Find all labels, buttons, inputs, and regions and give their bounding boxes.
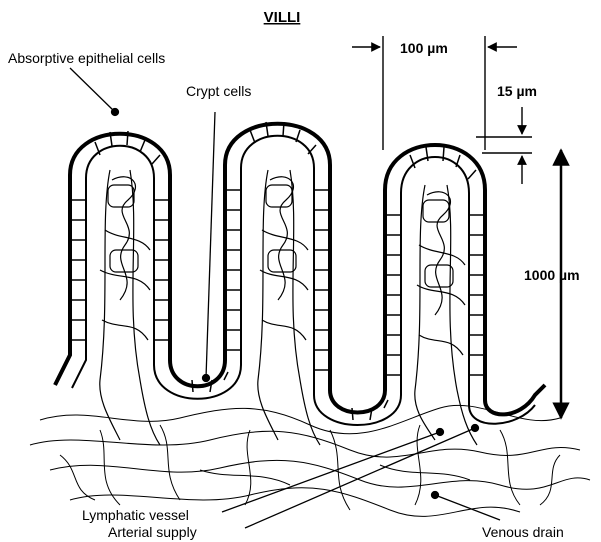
absorptive-label: Absorptive epithelial cells	[8, 50, 165, 66]
crypt-label: Crypt cells	[186, 83, 251, 99]
epithelium-outer-border	[55, 124, 545, 415]
width-dimension-label: 100 µm	[400, 40, 448, 56]
lymphatic-label: Lymphatic vessel	[82, 507, 189, 523]
epithelium-inner-border	[72, 136, 535, 425]
epithelial-cell-dividers	[70, 122, 485, 420]
venous-label: Venous drain	[482, 524, 564, 540]
diagram-title: VILLI	[264, 9, 301, 26]
crypt-leader	[206, 112, 215, 378]
arterial-label: Arterial supply	[108, 524, 197, 540]
villus-vasculature-1	[100, 170, 160, 445]
epithelium-dimension-label: 15 µm	[497, 83, 537, 99]
arterial-leader	[245, 428, 475, 528]
villus-vasculature-2	[258, 170, 320, 445]
height-dimension-label: 1000 µm	[524, 267, 580, 283]
absorptive-leader	[70, 68, 115, 112]
